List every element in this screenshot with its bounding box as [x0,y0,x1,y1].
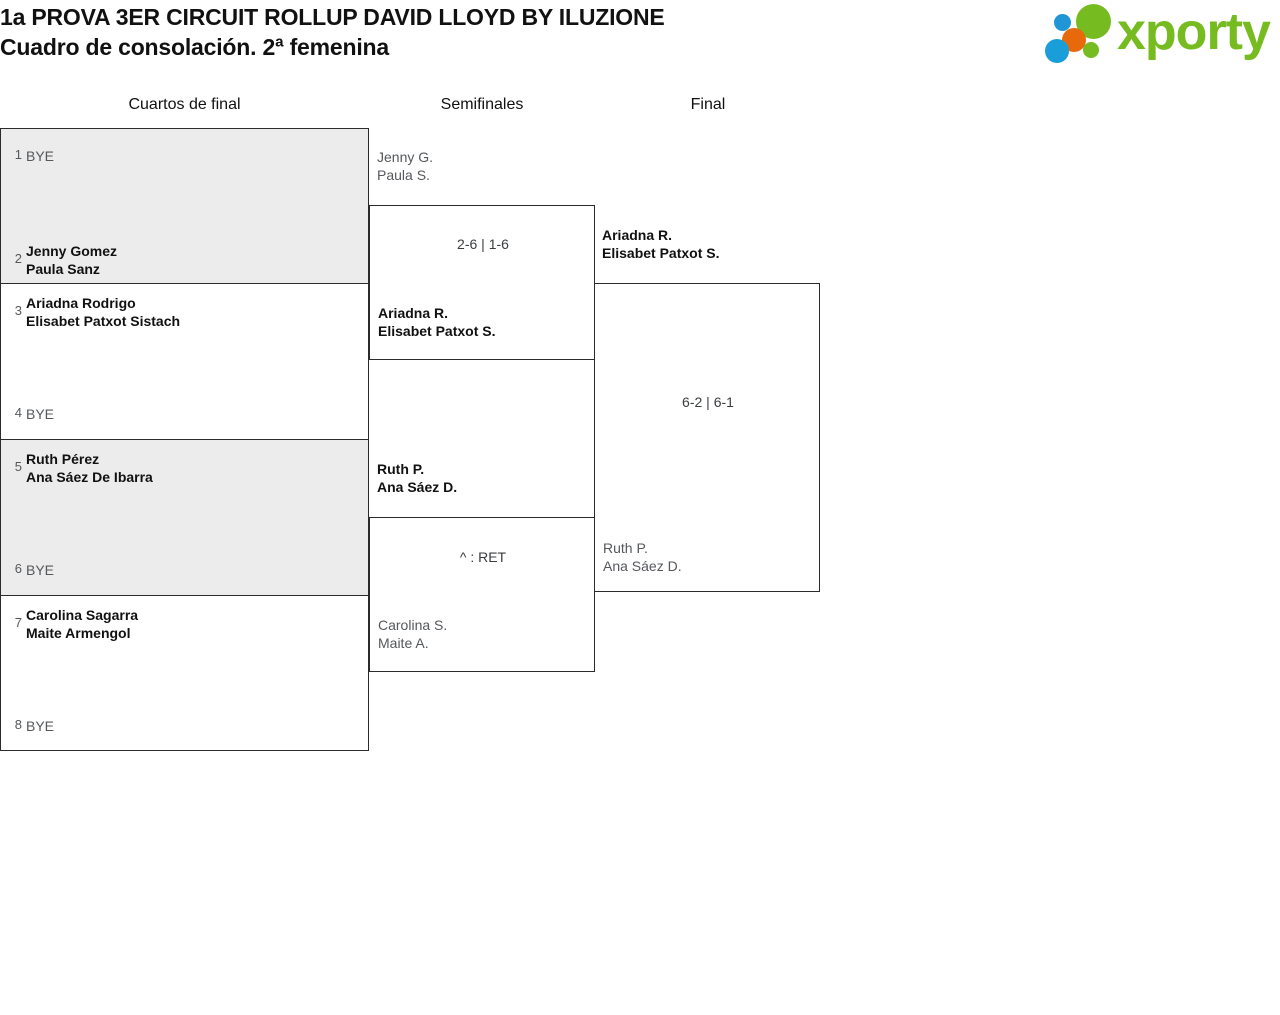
player-names: Ruth Pérez Ana Sáez De Ibarra [26,451,153,485]
seed-number: 7 [14,615,22,630]
bracket-slot-8[interactable]: 8 BYE [0,700,369,751]
bracket-slot-4[interactable]: 4 BYE [0,388,369,440]
bracket-slot-7[interactable]: 7 Carolina Sagarra Maite Armengol [0,596,369,648]
logo-dots-icon [1045,2,1123,66]
semifinal-2-loser-entry: Carolina S. Maite A. [378,617,448,651]
semifinal-1-score: 2-6 | 1-6 [457,236,509,252]
bracket-slot-1-filler [0,180,369,232]
semifinal-1-match-box[interactable]: 2-6 | 1-6 Ariadna R. Elisabet Patxot S. [369,205,595,360]
final-top-entry[interactable]: Ariadna R. Elisabet Patxot S. [602,227,720,261]
bracket-slot-3[interactable]: 3 Ariadna Rodrigo Elisabet Patxot Sistac… [0,284,369,336]
player-names: BYE [26,718,55,734]
page-title: 1a PROVA 3ER CIRCUIT ROLLUP DAVID LLOYD … [0,4,665,30]
seed-number: 6 [14,561,22,576]
semifinal-1-top-entry[interactable]: Jenny G. Paula S. [377,149,434,183]
final-loser-entry: Ruth P. Ana Sáez D. [603,540,682,574]
bracket-slot-5[interactable]: 5 Ruth Pérez Ana Sáez De Ibarra [0,440,369,492]
semifinal-2-match-box[interactable]: ^ : RET Carolina S. Maite A. [369,517,595,672]
bracket-slot-1[interactable]: 1 BYE [0,128,369,180]
semifinal-2-top-entry[interactable]: Ruth P. Ana Sáez D. [377,461,458,495]
logo-wordmark: xporty [1117,3,1271,61]
player-names: Jenny Gomez Paula Sanz [26,243,118,277]
player-names: BYE [26,406,55,422]
bracket-slot-7-filler [0,648,369,700]
round-heading-semifinals: Semifinales [440,96,524,113]
seed-number: 5 [14,459,22,474]
semifinal-2-score: ^ : RET [459,549,507,565]
bracket-slot-3-filler [0,336,369,388]
seed-number: 2 [14,251,22,266]
xporty-logo[interactable]: xporty [1045,2,1277,66]
player-names: Carolina Sagarra Maite Armengol [26,607,139,641]
bracket-slot-2[interactable]: 2 Jenny Gomez Paula Sanz [0,232,369,284]
round-heading-quarterfinals: Cuartos de final [128,96,241,113]
seed-number: 3 [14,303,22,318]
title-block: 1a PROVA 3ER CIRCUIT ROLLUP DAVID LLOYD … [0,2,1000,62]
bracket-slot-5-filler [0,492,369,544]
logo-dot-blue-small [1054,14,1071,31]
logo-dot-blue-large [1045,39,1069,63]
logo-dot-green-small [1083,42,1099,58]
final-match-box[interactable]: 6-2 | 6-1 Ruth P. Ana Sáez D. [594,283,820,592]
seed-number: 4 [14,405,22,420]
seed-number: 8 [14,717,22,732]
player-names: BYE [26,148,55,164]
page-header: 1a PROVA 3ER CIRCUIT ROLLUP DAVID LLOYD … [0,0,1280,90]
player-names: Ariadna Rodrigo Elisabet Patxot Sistach [26,295,181,329]
seed-number: 1 [14,147,22,162]
final-score: 6-2 | 6-1 [682,394,734,410]
round-heading-final: Final [690,96,726,113]
page-subtitle: Cuadro de consolación. 2ª femenina [0,34,389,60]
bracket-slot-6[interactable]: 6 BYE [0,544,369,596]
semifinal-1-winner-entry: Ariadna R. Elisabet Patxot S. [378,305,496,339]
player-names: BYE [26,562,55,578]
